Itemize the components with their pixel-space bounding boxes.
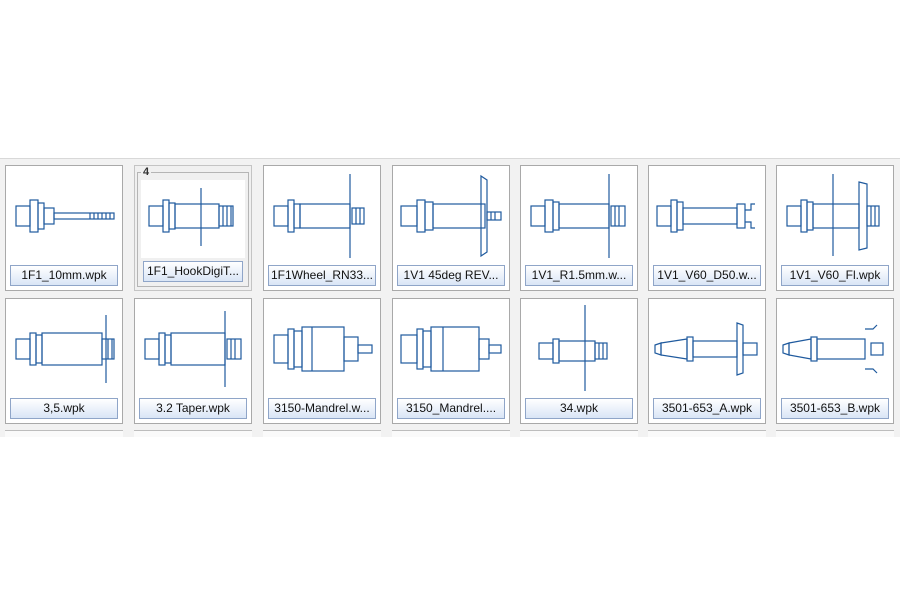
file-tile-1f1-10mm[interactable]: 1F1_10mm.wpk xyxy=(5,165,123,291)
file-tile-3-5[interactable]: 3,5.wpk xyxy=(5,298,123,424)
file-name-label: 3150_Mandrel.... xyxy=(397,398,505,419)
tool-holder-icon xyxy=(144,311,242,387)
file-name-label: 1V1_V60_Fl.wpk xyxy=(781,265,889,286)
file-name-label: 1F1Wheel_RN33... xyxy=(268,265,376,286)
file-tile-1f1wheel[interactable]: 1F1Wheel_RN33... xyxy=(263,165,381,291)
file-name-label: 3.2 Taper.wpk xyxy=(139,398,247,419)
file-name-label: 34.wpk xyxy=(525,398,633,419)
tool-holder-icon xyxy=(273,326,373,372)
file-tile-34[interactable]: 34.wpk xyxy=(520,298,638,424)
file-name-label: 1F1_10mm.wpk xyxy=(10,265,118,286)
tool-holder-icon xyxy=(15,199,115,233)
file-name-label: 3150-Mandrel.w... xyxy=(268,398,376,419)
file-name-label: 1V1_V60_D50.w... xyxy=(653,265,761,286)
file-name-label: 3501-653_A.wpk xyxy=(653,398,761,419)
tool-holder-icon xyxy=(273,174,365,258)
file-tile-3-2-taper[interactable]: 3.2 Taper.wpk xyxy=(134,298,252,424)
tool-holder-icon xyxy=(400,174,502,258)
file-tile-clipped xyxy=(776,430,894,437)
file-tile-clipped xyxy=(263,430,381,437)
file-tile-1f1-hookdigit[interactable]: 4 1F1_HookDigiT... xyxy=(134,165,252,291)
tool-holder-icon xyxy=(782,324,884,374)
file-tile-clipped xyxy=(5,430,123,437)
file-tile-clipped xyxy=(392,430,510,437)
file-tile-clipped xyxy=(648,430,766,437)
file-tile-3501-653-a[interactable]: 3501-653_A.wpk xyxy=(648,298,766,424)
file-tile-1v1-45deg[interactable]: 1V1 45deg REV... xyxy=(392,165,510,291)
tool-holder-icon xyxy=(530,174,626,258)
tool-holder-icon xyxy=(141,180,245,258)
group-frame xyxy=(137,172,249,287)
file-tile-1v1-v60-d50[interactable]: 1V1_V60_D50.w... xyxy=(648,165,766,291)
file-tile-3150-mandrel[interactable]: 3150_Mandrel.... xyxy=(392,298,510,424)
tool-holder-icon xyxy=(786,174,880,256)
tool-holder-icon xyxy=(538,305,608,391)
file-name-label: 1V1_R1.5mm.w... xyxy=(525,265,633,286)
file-tile-1v1-v60-fl[interactable]: 1V1_V60_Fl.wpk xyxy=(776,165,894,291)
file-tile-1v1-r15mm[interactable]: 1V1_R1.5mm.w... xyxy=(520,165,638,291)
file-name-label: 3,5.wpk xyxy=(10,398,118,419)
tool-holder-icon xyxy=(15,315,115,383)
file-name-label: 1F1_HookDigiT... xyxy=(143,261,243,282)
group-count-badge: 4 xyxy=(141,166,152,178)
file-name-label: 3501-653_B.wpk xyxy=(781,398,889,419)
file-tile-3150-mandrel-w[interactable]: 3150-Mandrel.w... xyxy=(263,298,381,424)
file-name-label: 1V1 45deg REV... xyxy=(397,265,505,286)
file-tile-clipped xyxy=(134,430,252,437)
tool-holder-icon xyxy=(654,322,758,376)
tool-holder-icon xyxy=(400,326,502,372)
file-tile-clipped xyxy=(520,430,638,437)
tool-holder-icon xyxy=(656,199,755,233)
file-tile-3501-653-b[interactable]: 3501-653_B.wpk xyxy=(776,298,894,424)
